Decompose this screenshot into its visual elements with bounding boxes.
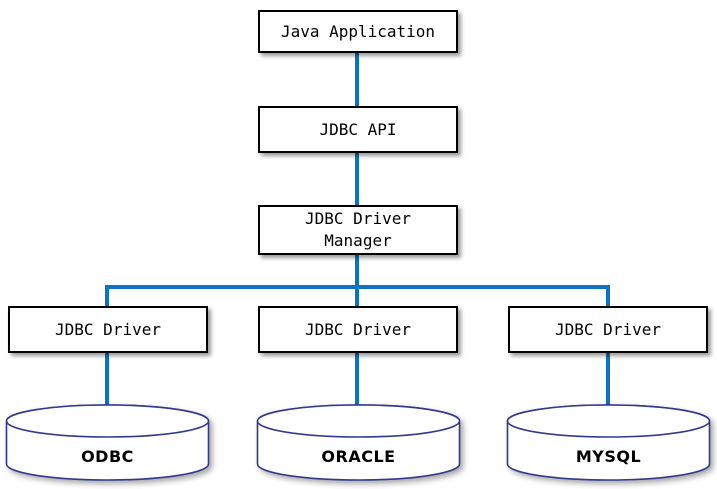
database-mysql: MYSQL	[506, 404, 711, 482]
database-cylinder-icon	[256, 404, 461, 481]
database-odbc-label: ODBC	[81, 446, 134, 466]
connector-app-to-api	[355, 52, 359, 107]
connector-bus-to-driver-left	[105, 285, 109, 307]
node-jdbc-driver-middle: JDBC Driver	[258, 306, 458, 353]
database-mysql-label: MYSQL	[575, 446, 642, 466]
connector-driver-to-mysql	[606, 352, 610, 406]
node-jdbc-driver-left: JDBC Driver	[8, 306, 208, 353]
node-java-application-label: Java Application	[280, 21, 436, 41]
database-oracle: ORACLE	[256, 404, 461, 482]
database-cylinder-icon	[5, 404, 210, 481]
node-jdbc-driver-right: JDBC Driver	[508, 306, 708, 353]
database-cylinder-icon	[506, 404, 711, 481]
node-java-application: Java Application	[258, 10, 458, 53]
connector-api-to-manager	[355, 152, 359, 206]
connector-driver-to-oracle	[355, 352, 359, 406]
node-jdbc-driver-left-label: JDBC Driver	[55, 319, 161, 339]
node-jdbc-driver-manager-label: JDBC Driver Manager	[305, 209, 411, 250]
node-jdbc-driver-middle-label: JDBC Driver	[305, 319, 411, 339]
database-odbc: ODBC	[5, 404, 210, 482]
node-jdbc-driver-manager: JDBC Driver Manager	[258, 205, 458, 255]
connector-driver-to-odbc	[105, 352, 109, 406]
connector-bus-to-driver-right	[606, 285, 610, 307]
node-jdbc-driver-right-label: JDBC Driver	[555, 319, 661, 339]
database-oracle-label: ORACLE	[321, 446, 396, 466]
node-jdbc-api-label: JDBC API	[319, 119, 397, 139]
node-jdbc-api: JDBC API	[258, 106, 458, 153]
connector-bus-to-driver-middle	[355, 285, 359, 307]
connector-manager-to-bus	[355, 254, 359, 287]
